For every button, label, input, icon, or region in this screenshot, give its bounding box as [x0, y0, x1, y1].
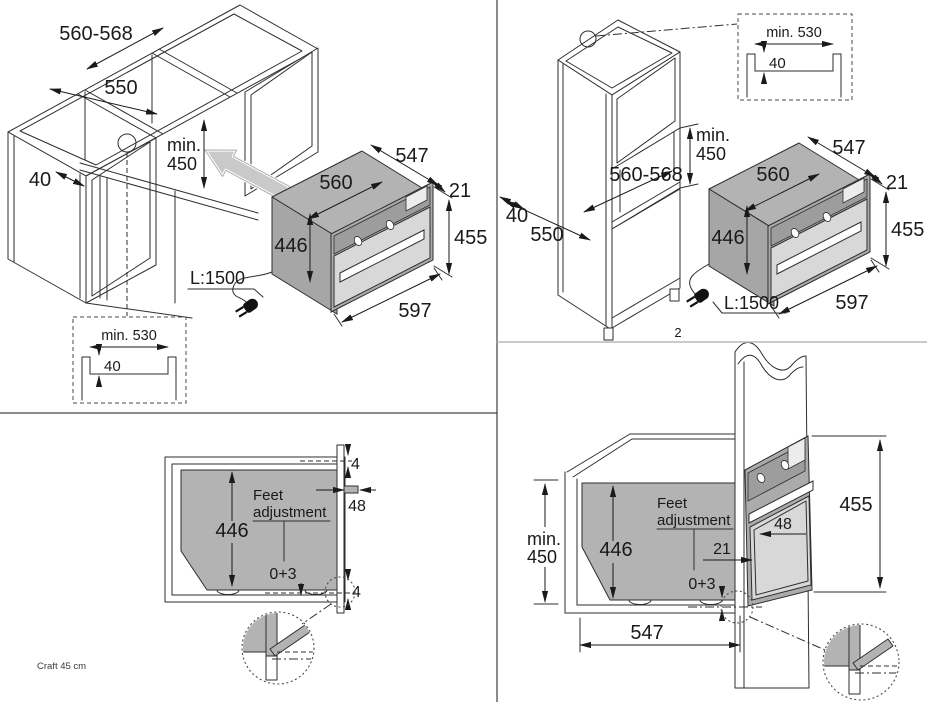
oven-body-section: [581, 482, 736, 601]
foot-bracket: [343, 485, 359, 494]
oven-body-section: [180, 469, 338, 591]
dim-top-gap: 4: [351, 456, 360, 473]
figure-number: 2: [674, 325, 681, 340]
foot-detail-circle: [822, 623, 900, 701]
oven-knob: [756, 473, 766, 483]
oven-handle: [748, 480, 814, 524]
dim-niche-depth-line: [504, 200, 591, 241]
dim-front-height: 455: [839, 494, 872, 516]
dim-min-height-2: 450: [167, 154, 197, 174]
dim-niche-width: 560-568: [59, 23, 132, 45]
foot-detail-circle: [241, 611, 315, 685]
feet-adjustment-2: adjustment: [657, 512, 731, 529]
feet-adjustment-1: Feet: [657, 495, 688, 512]
dim-rail-width: 40: [506, 205, 528, 227]
feet-adjustment-1: Feet: [253, 487, 284, 504]
inset-width-label: min. 530: [101, 328, 157, 344]
power-cable: [232, 271, 273, 304]
dim-tolerance: 0+3: [269, 566, 296, 583]
dim-overhang: 21: [713, 541, 731, 558]
oven-door: [749, 495, 812, 601]
dim-bottom-gap: 4: [352, 584, 361, 601]
dim-niche-depth: 550: [104, 77, 137, 99]
dim-tolerance: 0+3: [688, 576, 715, 593]
panel-tall-cabinet-section: min. 450 446 Feet adjustment 21 48 0+3 4…: [527, 342, 900, 701]
cable-length-label: L:1500: [190, 268, 245, 288]
page-caption: Craft 45 cm: [37, 661, 86, 672]
cabinet-foot: [603, 327, 614, 341]
dim-bracket-width: 48: [774, 516, 792, 533]
panel-base-cabinet-section: 4 Feet adjustment 48 446 0+3 4: [164, 444, 376, 685]
cabinet-outline: [164, 456, 346, 603]
dim-niche-width-line: [86, 27, 164, 70]
dim-body-height: 446: [599, 539, 632, 561]
dim-niche-width-line: [583, 170, 673, 213]
dim-min-height-1: min.: [527, 529, 561, 549]
dim-min-height-2: 450: [696, 144, 726, 164]
oven-foot: [216, 589, 240, 595]
panel-tall-cabinet-installation: L:1500 min. 450 560-568 40 550 2 min. 53…: [499, 13, 924, 341]
inset-depth-label: 40: [104, 358, 121, 375]
cabinet-foot: [669, 288, 680, 302]
dim-niche-depth-line: [49, 88, 158, 115]
niche-bottom-rail: [79, 162, 259, 214]
dim-rail-width-line: [55, 171, 85, 187]
dim-min-height-1: min.: [167, 135, 201, 155]
dim-bracket-width: 48: [348, 498, 366, 515]
dim-niche-depth: 550: [530, 224, 563, 246]
foot-zoom-source-circle: [720, 590, 754, 624]
oven-display: [787, 437, 806, 470]
feet-adjustment-2: adjustment: [253, 504, 327, 521]
inset-depth-label: 40: [769, 55, 786, 72]
dim-min-height-2: 450: [527, 547, 557, 567]
oven-front-panel-section: [336, 444, 345, 614]
inset-width-label: min. 530: [766, 25, 822, 41]
oven-foot: [628, 599, 652, 605]
niche-detail-inset: min. 530 40: [737, 13, 853, 101]
detail-callout-circle: [579, 30, 597, 48]
foot-zoom-source-circle: [324, 576, 356, 608]
cable-length-label: L:1500: [724, 293, 779, 313]
dim-rail-width: 40: [29, 169, 51, 191]
dim-niche-width: 560-568: [609, 164, 682, 186]
dim-body-height: 446: [215, 520, 248, 542]
tall-cabinet-left-side: [557, 59, 613, 331]
dim-depth: 547: [630, 622, 663, 644]
panel-base-cabinet-installation: L:1500 560-568 550 40 min. 450 min. 530 …: [7, 4, 487, 404]
niche-detail-inset: min. 530 40: [72, 316, 187, 404]
dim-min-height-1: min.: [696, 125, 730, 145]
oven-knob: [780, 460, 790, 470]
